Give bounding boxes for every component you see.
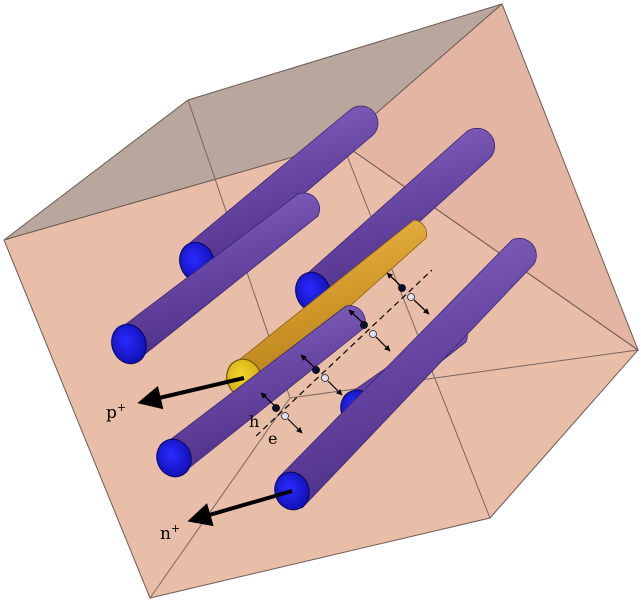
p-electrode-label: p+: [106, 401, 126, 423]
hollow-dot-icon: [407, 293, 415, 301]
electron-label: e: [268, 429, 277, 448]
p-readout-arrow: [137, 376, 245, 410]
filled-dot-icon: [312, 366, 320, 374]
filled-dot-icon: [398, 284, 406, 292]
drift-arrow: [386, 272, 401, 286]
cube-front-face: [3, 142, 639, 599]
n-column: [111, 192, 320, 365]
filled-dot-icon: [360, 321, 368, 329]
drift-arrow: [300, 354, 315, 368]
hole-label: h: [249, 412, 259, 431]
hollow-dot-icon: [281, 412, 289, 420]
n-readout-arrow: [187, 489, 293, 527]
cube-right-face: [341, 3, 640, 352]
hollow-dot-icon: [321, 374, 329, 382]
filled-dot-icon: [272, 404, 280, 412]
cube: [3, 3, 640, 599]
carrier-pairs: [260, 272, 430, 434]
hollow-dot-icon: [369, 330, 377, 338]
drift-arrow: [413, 299, 430, 315]
cube-back-edge: [289, 349, 639, 399]
n-column-end: [156, 438, 192, 478]
cube-back-edge: [149, 397, 291, 599]
cube-inner-edge: [341, 142, 491, 519]
n-column: [179, 105, 379, 283]
drift-arrow: [327, 380, 343, 396]
drift-arrow: [287, 418, 303, 434]
n-electrode-label: n+: [160, 522, 180, 544]
drift-arrow: [348, 309, 363, 323]
n-column-end: [111, 323, 147, 365]
drift-arrow: [260, 392, 275, 406]
drift-arrow: [375, 336, 391, 352]
particle-track: [255, 269, 433, 437]
